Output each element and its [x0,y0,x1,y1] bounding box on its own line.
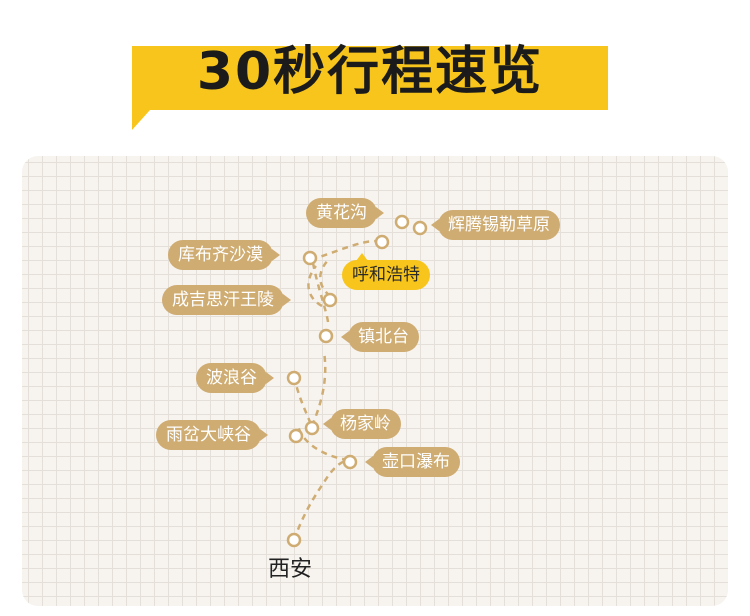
route-map-card: 西安 壶口瀑布 杨家岭 雨岔大峡谷 波浪谷 镇北台 成吉思汗王陵 库布齐沙漠 呼… [22,156,728,606]
stop-label-hukou: 壶口瀑布 [365,447,460,477]
stop-label-bolanggu: 波浪谷 [196,363,274,393]
node-hukou [342,454,358,470]
route-line [286,214,428,548]
stop-label-xian: 西安 [268,557,313,582]
page-title: 30秒行程速览 [196,41,544,102]
node-zhenbeitai [318,328,334,344]
node-yucha [288,428,304,444]
stop-label-huiteng: 辉腾锡勒草原 [431,210,560,240]
banner-shape [132,46,608,130]
header-banner: 30秒行程速览 [0,0,750,140]
node-huiteng [412,220,428,236]
stop-label-huhehaote: 呼和浩特 [342,253,430,290]
node-xian [286,532,302,548]
stop-label-yucha: 雨岔大峡谷 [156,420,268,450]
node-yujiuling [304,420,320,436]
node-bolanggu [286,370,302,386]
node-kubuqi [302,250,318,266]
node-huanghuagou [394,214,410,230]
node-chengjisihan [322,292,338,308]
stop-label-yangjialing: 杨家岭 [323,409,401,439]
stop-label-chengjisihan: 成吉思汗王陵 [162,285,291,315]
route-nodes [286,214,428,548]
stop-label-zhenbeitai: 镇北台 [341,322,419,352]
stop-label-huanghuagou: 黄花沟 [306,198,384,228]
stop-label-kubuqi: 库布齐沙漠 [168,240,280,270]
node-huhehaote [374,234,390,250]
